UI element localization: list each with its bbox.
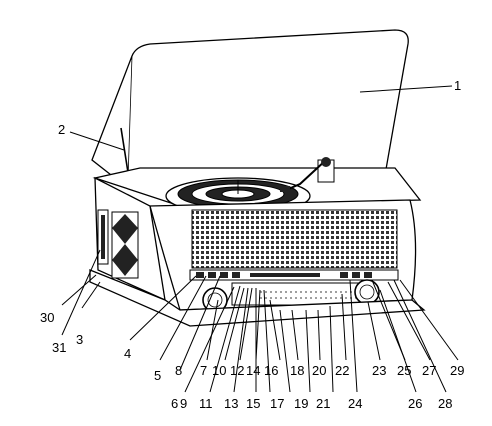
callout-15: 15 bbox=[246, 396, 260, 411]
callout-6: 6 bbox=[171, 396, 178, 411]
preset-buttons bbox=[196, 272, 372, 278]
speaker-grille bbox=[191, 209, 398, 269]
callout-20: 20 bbox=[312, 363, 326, 378]
callout-labels: 1 2 3 4 5 6 7 8 9 10 11 12 13 14 15 16 1… bbox=[40, 78, 464, 411]
callout-26: 26 bbox=[408, 396, 422, 411]
callout-22: 22 bbox=[335, 363, 349, 378]
callout-5: 5 bbox=[154, 368, 161, 383]
callout-13: 13 bbox=[224, 396, 238, 411]
tonearm bbox=[280, 157, 335, 192]
callout-25: 25 bbox=[397, 363, 411, 378]
tuning-dial bbox=[231, 282, 365, 306]
leader-lines bbox=[61, 85, 459, 393]
callout-17: 17 bbox=[270, 396, 284, 411]
callout-14: 14 bbox=[246, 363, 260, 378]
callout-8: 8 bbox=[175, 363, 182, 378]
callout-19: 19 bbox=[294, 396, 308, 411]
callout-31: 31 bbox=[52, 340, 66, 355]
callout-28: 28 bbox=[438, 396, 452, 411]
callout-23: 23 bbox=[372, 363, 386, 378]
callout-11: 11 bbox=[199, 396, 213, 411]
callout-10: 10 bbox=[212, 363, 226, 378]
callout-7: 7 bbox=[200, 363, 207, 378]
callout-18: 18 bbox=[290, 363, 304, 378]
lid bbox=[91, 29, 409, 183]
callout-29: 29 bbox=[450, 363, 464, 378]
callout-24: 24 bbox=[348, 396, 362, 411]
callout-30: 30 bbox=[40, 310, 54, 325]
callout-2: 2 bbox=[58, 122, 65, 137]
callout-21: 21 bbox=[316, 396, 330, 411]
side-speaker bbox=[111, 211, 139, 279]
callout-1: 1 bbox=[454, 78, 461, 93]
callout-9: 9 bbox=[180, 396, 187, 411]
tuning-knob bbox=[354, 279, 380, 305]
callout-3: 3 bbox=[76, 332, 83, 347]
callout-12: 12 bbox=[230, 363, 244, 378]
callout-27: 27 bbox=[422, 363, 436, 378]
callout-4: 4 bbox=[124, 346, 131, 361]
callout-16: 16 bbox=[264, 363, 278, 378]
